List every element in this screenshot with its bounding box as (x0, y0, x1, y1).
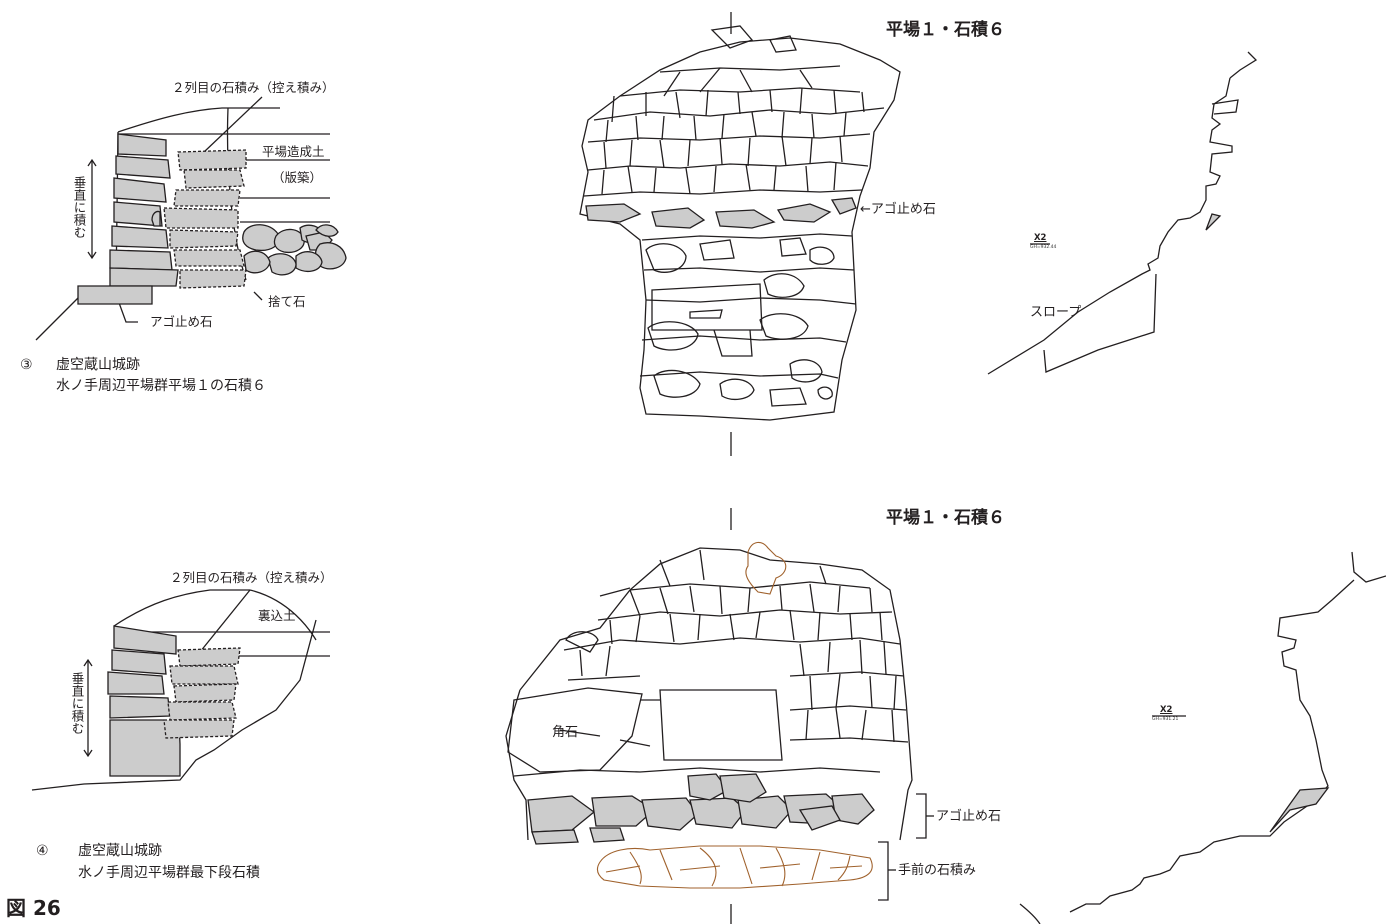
caption-3-number: ③ (20, 357, 33, 373)
caption-3-site: 虚空蔵山城跡 (56, 357, 140, 373)
front-wall-label: 手前の石積み (898, 863, 977, 878)
section-3-drawing (35, 96, 347, 341)
caption-4-location: 水ノ手周辺平場群最下段石積 (78, 865, 260, 881)
caption-4-site: 虚空蔵山城跡 (78, 843, 162, 859)
elevation-4-title: 平場１・石積６ (886, 508, 1005, 528)
plan-4-elevation: GH=931.21 (1152, 717, 1179, 722)
fill-soil-label: 平場造成土 (262, 144, 325, 159)
plan-3-drawing (987, 51, 1258, 375)
second-row-label-4: ２列目の石積み（控え積み） (170, 570, 333, 585)
elevation-3-ago-label: ←アゴ止め石 (860, 202, 936, 217)
back-fill-label: 裏込土 (258, 608, 296, 623)
corner-stone-label: 角石 (552, 725, 579, 740)
caption-3-location: 水ノ手周辺平場群平場１の石積６ (56, 378, 266, 394)
plan-3-point: X2 (1034, 233, 1047, 243)
slope-label: スロープ (1030, 305, 1082, 320)
plan-4-point: X2 (1160, 705, 1173, 715)
elevation-3-drawing (579, 12, 901, 456)
plan-3-elevation: GH=932.44 (1030, 245, 1057, 250)
rubble-label: 捨て石 (268, 294, 306, 309)
caption-4-number: ④ (36, 843, 49, 859)
plan-4-drawing (1019, 551, 1386, 924)
fill-soil-sub-label: （版築） (272, 170, 323, 185)
vertical-stack-label: 垂直に積む (71, 176, 87, 239)
ago-stone-bracket-label: アゴ止め石 (936, 809, 1002, 824)
elevation-4-drawing (505, 508, 934, 924)
second-row-label: ２列目の石積み（控え積み） (172, 80, 335, 95)
elevation-3-title: 平場１・石積６ (886, 20, 1005, 40)
vertical-stack-label-4: 垂直に積む (69, 672, 85, 735)
figure-number: 図 26 (6, 896, 61, 920)
section-4-drawing (31, 589, 330, 791)
ago-stone-label: アゴ止め石 (150, 314, 213, 329)
